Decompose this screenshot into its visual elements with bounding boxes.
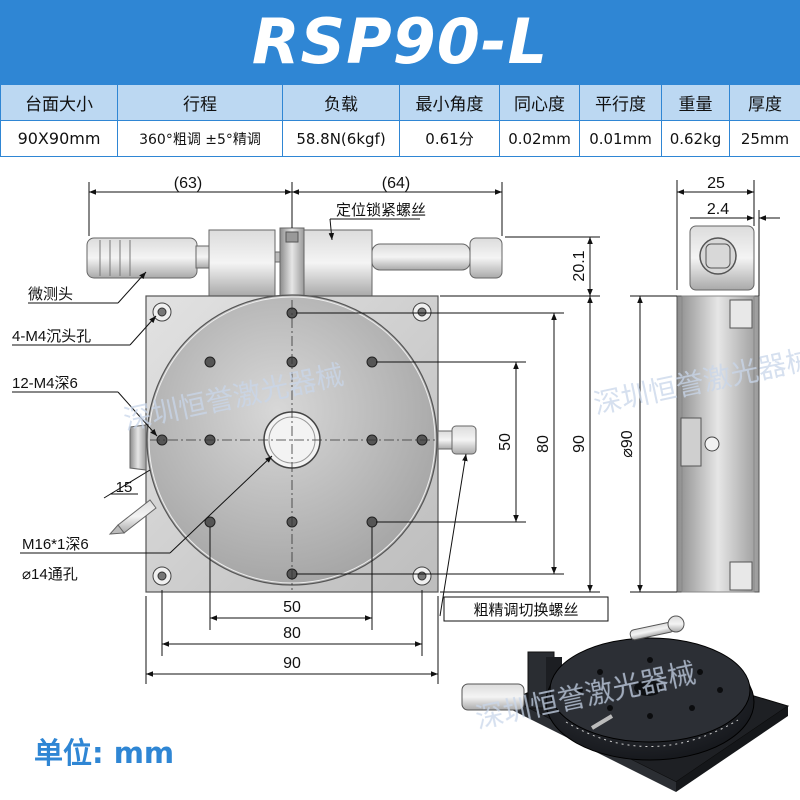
spec-header-cell: 台面大小 (0, 84, 118, 121)
spec-header-cell: 同心度 (499, 84, 580, 121)
micrometer-thimble (86, 237, 198, 279)
front-view (86, 227, 503, 593)
switch-screw (451, 425, 477, 455)
label-micrometer: 微测头 (28, 286, 73, 303)
dimension-lines (12, 180, 780, 684)
unit-label: 单位: mm (34, 736, 175, 770)
dim-64: (64) (382, 175, 410, 192)
dim-50-vertical: 50 (497, 433, 514, 451)
spec-table: 台面大小 行程 负载 最小角度 同心度 平行度 重量 厚度 90X90mm 36… (0, 84, 800, 157)
spec-value-cell: 90X90mm (0, 120, 118, 157)
micrometer-block (208, 229, 276, 297)
m4-holes (156, 307, 428, 580)
label-phi14: ⌀14通孔 (22, 566, 78, 583)
spec-header-row: 台面大小 行程 负载 最小角度 同心度 平行度 重量 厚度 (0, 84, 800, 121)
dim-25: 25 (707, 175, 725, 192)
dim-63: (63) (174, 175, 202, 192)
label-m16: M16*1深6 (22, 536, 89, 553)
dim-80-vertical: 80 (535, 435, 552, 453)
spec-header-cell: 最小角度 (399, 84, 500, 121)
spec-value-cell: 0.61分 (399, 120, 500, 157)
spec-header-cell: 负载 (282, 84, 400, 121)
label-coarse-fine-screw: 粗精调切换螺丝 (473, 602, 578, 619)
dim-phi90: ⌀90 (619, 430, 636, 458)
title-banner (0, 0, 800, 84)
label-lock-screw: 定位锁紧螺丝 (336, 202, 426, 219)
lock-block (303, 229, 373, 297)
label-4-m4: 4-M4沉头孔 (12, 328, 91, 345)
spec-header-cell: 行程 (117, 84, 283, 121)
spec-header-cell: 平行度 (579, 84, 662, 121)
spec-header-cell: 重量 (661, 84, 730, 121)
spec-value-cell: 0.01mm (579, 120, 662, 157)
spec-value-cell: 0.02mm (499, 120, 580, 157)
spec-value-cell: 25mm (729, 120, 800, 157)
dim-80-horizontal: 80 (283, 625, 301, 642)
dim-90-horizontal: 90 (283, 655, 301, 672)
spec-header-cell: 厚度 (729, 84, 800, 121)
label-12-m4: 12-M4深6 (12, 375, 78, 392)
spec-value-cell: 0.62kg (661, 120, 730, 157)
lock-screw-shaft (371, 243, 471, 271)
side-view (676, 225, 760, 593)
spec-value-cell: 360°粗调 ±5°精调 (117, 120, 283, 157)
dim-2-4: 2.4 (707, 201, 729, 218)
lock-screw-knob (469, 237, 503, 279)
dim-20-1: 20.1 (571, 250, 588, 281)
dim-15: 15 (116, 479, 133, 496)
spec-value-cell: 58.8N(6kgf) (282, 120, 400, 157)
product-title: RSP90-L (251, 5, 549, 78)
dim-50-horizontal: 50 (283, 599, 301, 616)
spec-value-row: 90X90mm 360°粗调 ±5°精调 58.8N(6kgf) 0.61分 0… (0, 120, 800, 157)
dim-90-vertical: 90 (571, 435, 588, 453)
product-photo (461, 615, 790, 792)
